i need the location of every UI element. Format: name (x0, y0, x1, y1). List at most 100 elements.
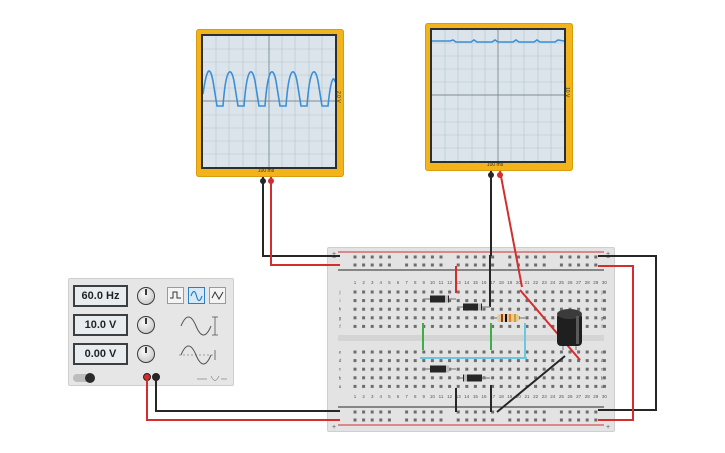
scope-screen (201, 34, 337, 169)
offset-display: 0.00 V (73, 343, 128, 365)
column-number: 15 (473, 280, 479, 285)
column-number: 11 (439, 394, 444, 399)
offset-knob[interactable] (137, 345, 155, 363)
column-number: 2 (362, 394, 365, 399)
sine-wave-button[interactable] (188, 287, 205, 304)
oscilloscope-left[interactable]: 100 ms 2.0 V (196, 29, 344, 177)
column-number: 9 (423, 394, 426, 399)
scope-left-timebase: 100 ms (257, 168, 275, 174)
column-number: 14 (464, 394, 470, 399)
column-number: 7 (405, 280, 408, 285)
column-number: 27 (576, 280, 582, 285)
amplitude-knob[interactable] (137, 316, 155, 334)
power-switch[interactable] (73, 373, 95, 383)
column-number: 28 (585, 394, 591, 399)
probe-left-black (260, 178, 266, 184)
column-number: 1 (354, 394, 357, 399)
amplitude-display: 10.0 V (73, 314, 128, 336)
column-number: 23 (542, 280, 548, 285)
column-number: 10 (430, 280, 436, 285)
column-number: 23 (542, 394, 548, 399)
scope-left-trace (203, 70, 335, 107)
breadboard-holes: −−++++1122334455667788991010111112121313… (332, 251, 610, 431)
sine-icon (190, 290, 203, 302)
column-number: 29 (593, 394, 599, 399)
frequency-display: 60.0 Hz (73, 285, 128, 307)
probe-right-red (497, 172, 503, 178)
column-number: 28 (585, 280, 591, 285)
column-number: 4 (380, 394, 383, 399)
column-number: 12 (447, 280, 453, 285)
offset-wave-icon (179, 345, 216, 365)
column-number: 24 (550, 394, 556, 399)
column-number: 18 (499, 394, 505, 399)
oscilloscope-right[interactable]: 100 ms 10 V (425, 23, 573, 171)
column-number: 5 (388, 280, 391, 285)
scope-right-timebase: 100 ms (486, 162, 504, 168)
column-number: 16 (481, 394, 487, 399)
column-number: 11 (439, 280, 444, 285)
column-number: 4 (380, 280, 383, 285)
column-number: 7 (405, 394, 408, 399)
column-number: 5 (388, 394, 391, 399)
column-number: 13 (456, 394, 462, 399)
rail-plus-label: + (606, 251, 610, 258)
column-number: 25 (559, 280, 565, 285)
frequency-knob[interactable] (137, 287, 155, 305)
fg-negative-terminal[interactable] (152, 373, 160, 381)
row-label: j (601, 290, 603, 295)
row-label: d (339, 358, 342, 363)
fg-positive-terminal[interactable] (143, 373, 151, 381)
column-number: 20 (516, 280, 522, 285)
square-icon (170, 291, 181, 299)
column-number: 22 (533, 394, 539, 399)
wire-scope-left-black (262, 177, 340, 257)
column-number: 20 (516, 394, 522, 399)
column-number: 3 (371, 394, 374, 399)
rail-plus-label: + (606, 424, 610, 431)
column-number: 21 (524, 394, 530, 399)
row-label: b (339, 375, 342, 380)
column-number: 24 (550, 280, 556, 285)
row-label: a (339, 384, 342, 389)
column-number: 17 (490, 394, 496, 399)
column-number: 26 (567, 280, 573, 285)
scope-right-grid (432, 30, 564, 161)
column-number: 2 (362, 280, 365, 285)
function-generator[interactable]: 60.0 Hz 10.0 V 0.00 V (68, 278, 234, 386)
triangle-wave-button[interactable] (209, 287, 226, 304)
column-number: 19 (507, 394, 513, 399)
column-number: 29 (593, 280, 599, 285)
column-number: 6 (397, 280, 400, 285)
column-number: 6 (397, 394, 400, 399)
column-number: 14 (464, 280, 470, 285)
column-number: 13 (456, 280, 462, 285)
column-number: 12 (447, 394, 453, 399)
column-number: 26 (567, 394, 573, 399)
column-number: 8 (414, 394, 417, 399)
square-wave-button[interactable] (167, 287, 184, 304)
scope-left-volts: 2.0 V (335, 91, 341, 103)
column-number: 30 (602, 280, 608, 285)
row-label: j (339, 290, 341, 295)
column-number: 1 (354, 280, 357, 285)
column-number: 10 (430, 394, 436, 399)
rail-plus-label: + (332, 251, 336, 258)
column-number: 18 (499, 280, 505, 285)
rail-plus-label: + (332, 424, 336, 431)
row-label: f (339, 324, 341, 329)
probe-left-red (268, 178, 274, 184)
column-number: 27 (576, 394, 582, 399)
row-label: c (339, 367, 342, 372)
row-label: g (339, 315, 342, 320)
column-number: 17 (490, 280, 496, 285)
column-number: 21 (524, 280, 530, 285)
column-number: 25 (559, 394, 565, 399)
column-number: 8 (414, 280, 417, 285)
column-number: 16 (481, 280, 487, 285)
probe-right-black (488, 172, 494, 178)
row-label: e (339, 350, 342, 355)
scope-screen (430, 28, 566, 163)
column-number: 19 (507, 280, 513, 285)
